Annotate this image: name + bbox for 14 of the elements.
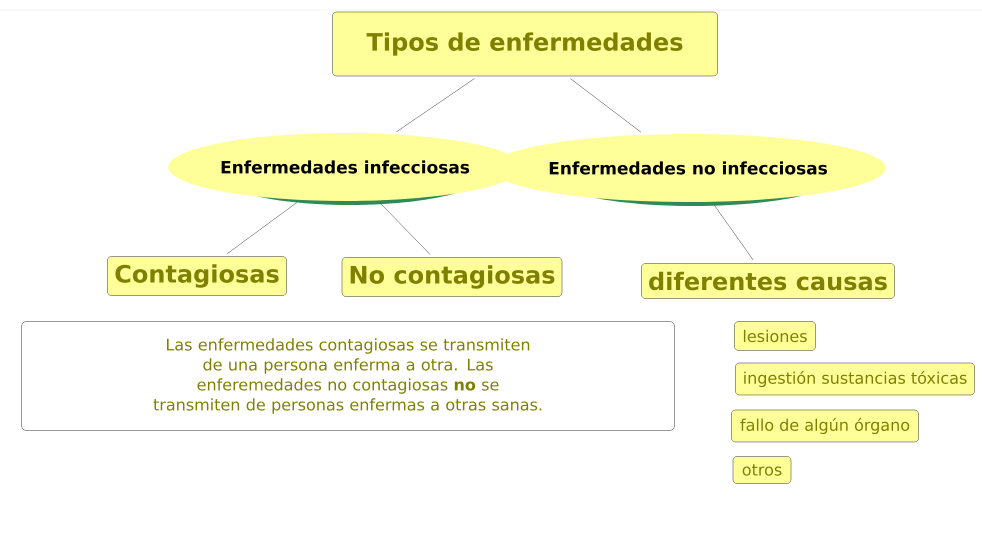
concept-box: fallo de algún órgano bbox=[731, 410, 919, 442]
connector-line bbox=[226, 202, 298, 254]
concept-box: Tipos de enfermedades bbox=[332, 12, 718, 76]
concept-box: otros bbox=[732, 456, 792, 484]
concept-box: No contagiosas bbox=[342, 257, 562, 297]
connector-line bbox=[380, 203, 430, 255]
concept-box: diferentes causas bbox=[641, 263, 895, 299]
concept-box: Contagiosas bbox=[107, 256, 287, 296]
concept-box: lesiones bbox=[734, 321, 816, 351]
connector-line bbox=[396, 78, 475, 132]
connector-line bbox=[570, 78, 642, 132]
note-box: Las enfermedades contagiosas se transmiten de una persona enferma a otra. Las enferemedades no contagiosas no se transmiten de personas enfermas a otras sanas. bbox=[21, 321, 675, 431]
concept-box: ingestión sustancias tóxicas bbox=[735, 362, 975, 396]
connector-line bbox=[714, 205, 754, 260]
